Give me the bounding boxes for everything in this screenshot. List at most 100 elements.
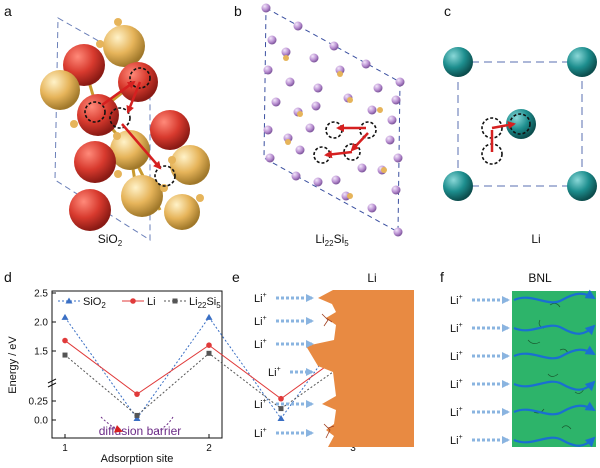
diffusion-arrows-a [101,80,162,170]
li-ion-label: Li+ [254,398,267,411]
barrier-pointer [156,416,174,432]
li-atom [387,115,397,125]
li-atom [567,47,597,77]
axis-break [47,378,57,388]
li-atom [261,3,271,13]
y-axis-title: Energy / eV [7,336,19,394]
si-atom [297,111,303,117]
diffusion-arrows-c [490,121,516,152]
legend-label: Li [147,296,156,308]
li-atom [311,101,321,111]
si-atom [377,107,383,113]
li-atom [367,105,377,115]
o-atom [118,62,158,102]
data-point [61,313,69,320]
x-tick-label: 2 [206,443,212,454]
li-atom [373,83,383,93]
panel-f-title: BNL [528,271,552,285]
data-point [134,412,140,418]
o-atom [150,110,190,150]
ion-flow-path [513,324,596,336]
y-tick-label: 0.25 [29,397,49,408]
legend-label: SiO2 [83,296,106,310]
legend-marker [130,298,136,304]
legend-marker [65,297,73,304]
si-atom [110,130,150,170]
li-atom [393,227,403,237]
data-point [62,352,68,358]
o-atom [69,189,111,231]
panel-e: e Li Li+Li+Li+Li+Li+Li+ [232,269,414,447]
li-ion-label: Li+ [450,406,463,419]
unit-cell-c [457,61,583,187]
si-atom [164,194,200,230]
diffusion-arrows-b [324,124,369,159]
unit-cell-b [263,7,401,233]
ion-flow-path [513,380,596,392]
li-atom [293,21,303,31]
si-atom [283,55,289,61]
li-balls-a [70,18,204,202]
barrier-pointer [100,416,123,433]
li-atom [263,65,273,75]
si-atom [347,97,353,103]
si-atom [103,25,145,67]
li-ion-label: Li+ [268,366,281,379]
panel-d-letter: d [4,269,12,285]
y-tick-label: 2.0 [34,318,48,329]
ion-flow-path [513,345,596,360]
ion-flux-f: Li+Li+Li+Li+Li+Li+ [450,294,510,447]
data-point [278,406,284,412]
panel-b-letter: b [234,3,242,19]
li-atom [391,185,401,195]
li-ion-label: Li+ [254,315,267,328]
panel-a: a [4,3,210,248]
panel-e-title: Li [367,271,376,285]
li-atom [285,77,295,87]
data-point [206,342,212,349]
li-atom [393,153,403,163]
li-atom [313,177,323,187]
li-atom [309,53,319,63]
li-ion-label: Li+ [450,350,463,363]
panel-c-letter: c [444,3,451,19]
si-atom [285,139,291,145]
li-atom [295,145,305,155]
panel-f-letter: f [440,269,444,285]
si-atom [170,145,210,185]
data-point [133,414,141,421]
data-point [278,395,284,402]
data-point [62,337,68,344]
li-atom [357,163,367,173]
data-point [134,391,140,397]
li-atom [367,203,377,213]
li-atom [443,47,473,77]
li-atom [391,95,401,105]
li-atom [395,77,405,87]
li-ion-label: Li+ [450,294,463,307]
series-line [64,316,354,420]
li-atom [265,153,275,163]
si-atom [337,71,343,77]
legend-marker [172,298,178,304]
ion-flow-path [513,289,596,304]
o-atom [74,141,116,183]
plot-frame [51,290,223,439]
li-atom [331,175,341,185]
ion-flow-path [513,401,596,416]
li-atom [361,59,371,69]
data-point [277,414,285,421]
li-atom [313,83,323,93]
li-ion-label: Li+ [450,378,463,391]
li-ion-label: Li+ [254,292,267,305]
panel-f: f BNL Li+Li+Li+Li+Li+Li+ [440,269,596,448]
li-ion-label: Li+ [254,338,267,351]
x-axis-title: Adsorption site [101,453,174,465]
caption-c: Li [531,232,540,246]
ion-flux-e: Li+Li+Li+Li+Li+Li+ [254,292,314,440]
li-atom [567,171,597,201]
